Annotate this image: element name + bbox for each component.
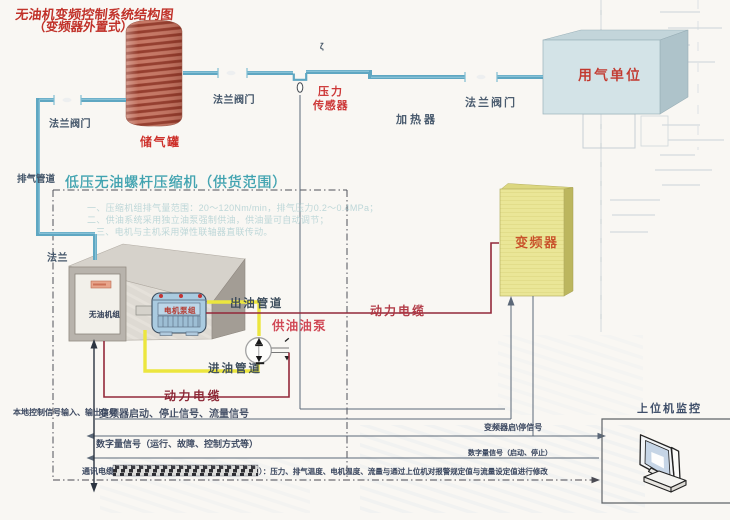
svg-text:变频器启动、停止信号、流量信号: 变频器启动、停止信号、流量信号 <box>99 407 249 420</box>
svg-text:三、电机与主机采用弹性联轴器直联传动。: 三、电机与主机采用弹性联轴器直联传动。 <box>96 226 273 237</box>
svg-text:低压无油螺杆压缩机（供货范围）: 低压无油螺杆压缩机（供货范围） <box>65 174 287 190</box>
svg-text:动力电缆: 动力电缆 <box>370 304 426 318</box>
svg-text:出油管道: 出油管道 <box>230 296 283 310</box>
svg-text:无油机变频控制系统结构图: 无油机变频控制系统结构图 <box>15 7 175 22</box>
svg-text:二、供油系统采用独立油泵强制供油，供油量可自动调节；: 二、供油系统采用独立油泵强制供油，供油量可自动调节； <box>87 214 329 225</box>
svg-text:变频器: 变频器 <box>515 235 559 250</box>
svg-text:法兰阀门: 法兰阀门 <box>213 93 255 106</box>
svg-text:动力电缆: 动力电缆 <box>164 389 222 403</box>
svg-text:（变频器外置式）: （变频器外置式） <box>32 19 133 34</box>
svg-text:电机泵组: 电机泵组 <box>164 305 196 315</box>
svg-text:法兰阀门: 法兰阀门 <box>465 95 517 109</box>
svg-text:上位机监控: 上位机监控 <box>637 401 702 415</box>
svg-text:传感器: 传感器 <box>313 99 348 112</box>
svg-text:无油机组: 无油机组 <box>89 309 120 319</box>
svg-text:进油管道: 进油管道 <box>208 361 262 375</box>
svg-text:）：压力、排气温度、电机温度、流量与通过上位机对报警规定值与: ）：压力、排气温度、电机温度、流量与通过上位机对报警规定值与流量设定值进行修改 <box>259 466 548 476</box>
svg-text:压力: 压力 <box>318 85 344 98</box>
svg-text:本地控制信号输入、输出信号: 本地控制信号输入、输出信号 <box>13 407 117 417</box>
svg-text:法兰: 法兰 <box>47 251 68 264</box>
svg-text:数字量信号（运行、故障、控制方式等）: 数字量信号（运行、故障、控制方式等） <box>96 438 258 449</box>
svg-text:通讯电缆（: 通讯电缆（ <box>82 466 122 476</box>
svg-text:变频器启\停信号: 变频器启\停信号 <box>484 422 542 432</box>
svg-text:供油油泵: 供油油泵 <box>272 319 327 333</box>
svg-text:数字量信号（启动、停止）: 数字量信号（启动、停止） <box>468 448 552 457</box>
svg-text:ζ: ζ <box>320 42 324 51</box>
svg-text:加热器: 加热器 <box>396 113 438 126</box>
svg-text:一、压缩机组排气量范围：20～120Nm/min，排气压力0: 一、压缩机组排气量范围：20～120Nm/min，排气压力0.2～0.4MPa； <box>87 202 379 213</box>
svg-text:法兰阀门: 法兰阀门 <box>49 117 91 130</box>
svg-text:储气罐: 储气罐 <box>140 134 181 149</box>
svg-text:用气单位: 用气单位 <box>578 67 642 83</box>
svg-text:排气管道: 排气管道 <box>17 173 56 185</box>
